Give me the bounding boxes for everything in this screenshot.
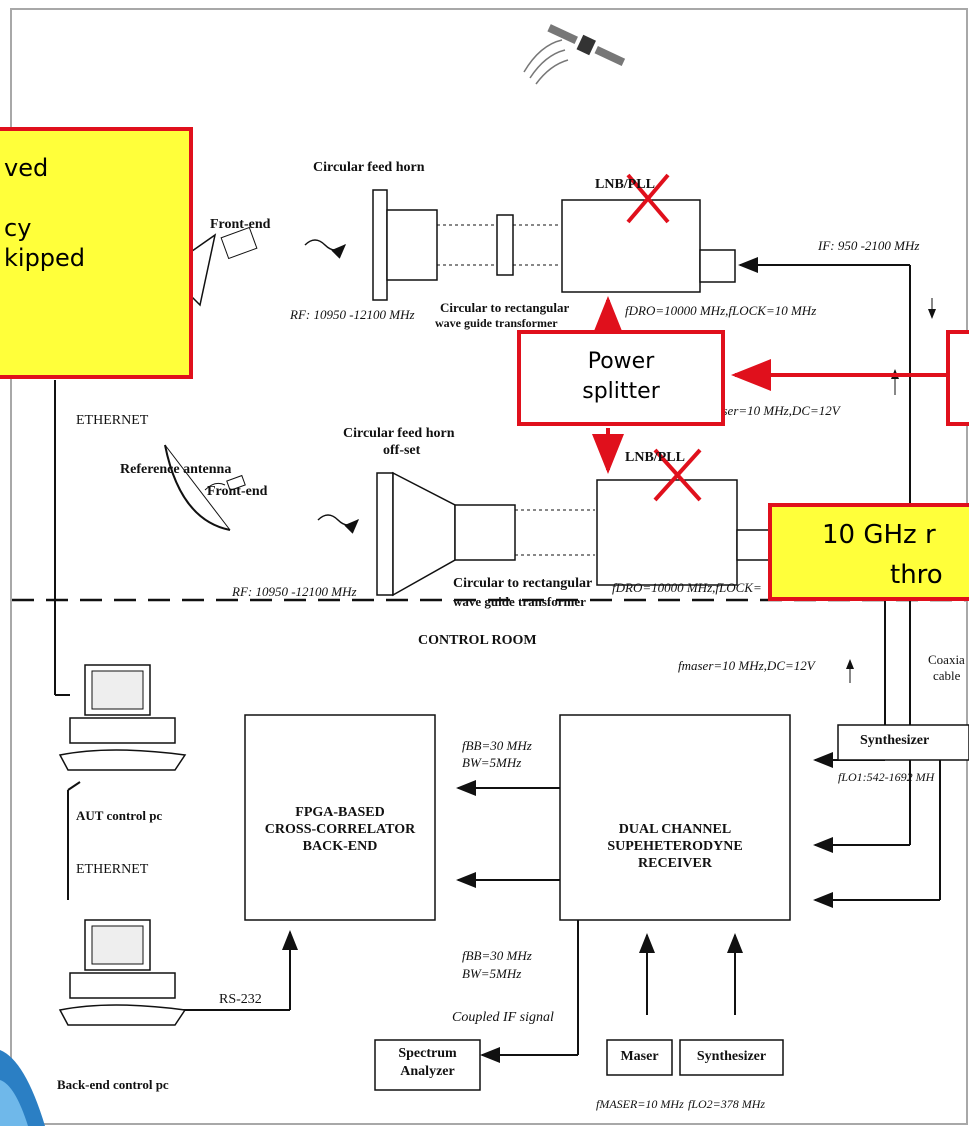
ten-ghz-line-2: thro <box>822 555 943 595</box>
lnb-top-label: LNB/PLL <box>595 177 655 193</box>
fbb-top-2: BW=5MHz <box>462 755 521 771</box>
power-splitter-callout: Power splitter <box>517 330 725 426</box>
receiver-label-1: DUAL CHANNEL <box>560 822 790 838</box>
callout-line-3: cy <box>4 213 85 243</box>
circ-rect-top-2: wave guide transformer <box>435 316 558 331</box>
rf-bottom-label: RF: 10950 -12100 MHz <box>232 584 357 600</box>
circ-rect-bot-1: Circular to rectangular <box>453 576 592 592</box>
control-room-label: CONTROL ROOM <box>418 633 537 649</box>
fdro-bottom-label: fDRO=10000 MHz,fLOCK= <box>612 580 762 596</box>
fbb-bot-1: fBB=30 MHz <box>462 948 532 964</box>
callout-line-4: kipped <box>4 243 85 273</box>
circ-rect-bot-2: wave guide transformer <box>453 594 586 610</box>
satellite-icon <box>546 20 627 69</box>
fmaser-bottom-label: fmaser=10 MHz,DC=12V <box>678 658 815 674</box>
fpga-label-3: BACK-END <box>245 839 435 855</box>
callout-line-2 <box>4 183 85 213</box>
fbb-top-1: fBB=30 MHz <box>462 738 532 754</box>
aut-pc-label: AUT control pc <box>76 808 162 824</box>
circ-rect-top-1: Circular to rectangular <box>440 300 569 316</box>
backend-computer-icon <box>60 920 185 1025</box>
receiver-label-2: SUPEHETERODYNE <box>560 839 790 855</box>
fbb-bot-2: BW=5MHz <box>462 966 521 982</box>
off-set-label: off-set <box>383 443 420 459</box>
backend-pc-label: Back-end control pc <box>57 1077 169 1093</box>
coaxial-label-1: Coaxia <box>928 652 965 668</box>
ethernet-top-label: ETHERNET <box>76 413 148 429</box>
circular-feed-horn-label: Circular feed horn <box>313 160 424 176</box>
ten-ghz-callout: 10 GHz r thro <box>768 503 969 601</box>
reference-antenna-label: Reference antenna <box>120 462 231 478</box>
synthesizer-right-label: Synthesizer <box>860 733 929 749</box>
callout-line-1: ved <box>4 153 85 183</box>
if-range-label: IF: 950 -2100 MHz <box>818 238 919 254</box>
ten-ghz-line-1: 10 GHz r <box>822 515 943 555</box>
front-end-top-label: Front-end <box>210 217 270 233</box>
rf-top-label: RF: 10950 -12100 MHz <box>290 307 415 323</box>
rs232-label: RS-232 <box>219 992 262 1008</box>
ethernet-bottom-label: ETHERNET <box>76 862 148 878</box>
fdro-top-label: fDRO=10000 MHz,fLOCK=10 MHz <box>625 303 816 319</box>
lnb-bottom-label: LNB/PLL <box>625 450 685 466</box>
synthesizer-bottom-label: Synthesizer <box>680 1049 783 1065</box>
fmaser-bottom2-label: fMASER=10 MHz <box>596 1097 684 1112</box>
coupled-if-label: Coupled IF signal <box>452 1010 554 1026</box>
fpga-label-1: FPGA-BASED <box>245 805 435 821</box>
circular-feed-horn-2-label: Circular feed horn <box>343 426 454 442</box>
front-end-bottom-label: Front-end <box>207 484 267 500</box>
aut-computer-icon <box>60 665 185 770</box>
spectrum-label-1: Spectrum <box>375 1046 480 1062</box>
maser-label: Maser <box>607 1049 672 1065</box>
flo1-label: fLO1:542-1692 MH <box>838 770 934 785</box>
fpga-label-2: CROSS-CORRELATOR <box>245 822 435 838</box>
power-splitter-line-2: splitter <box>521 377 721 407</box>
flo2-label: fLO2=378 MHz <box>688 1097 765 1112</box>
receiver-label-3: RECEIVER <box>560 856 790 872</box>
power-splitter-line-1: Power <box>521 347 721 377</box>
top-left-callout: ved cy kipped <box>0 127 193 379</box>
right-partial-callout <box>946 330 969 426</box>
spectrum-label-2: Analyzer <box>375 1064 480 1080</box>
coaxial-label-2: cable <box>933 668 960 684</box>
